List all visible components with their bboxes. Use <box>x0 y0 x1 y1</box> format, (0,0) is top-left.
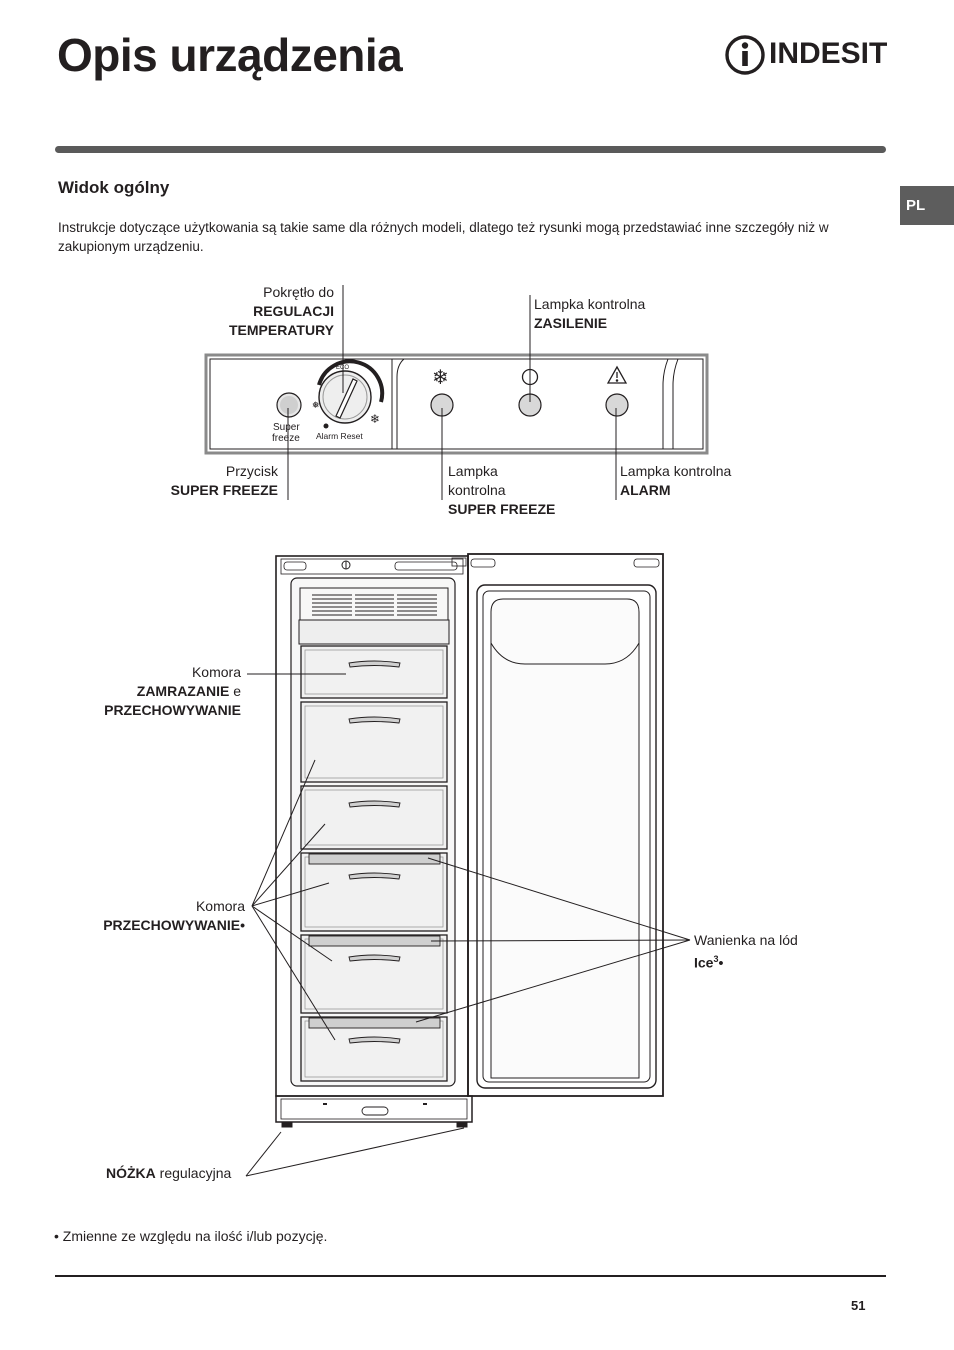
ice-tray-label: Wanienka na lód Ice3• <box>694 932 798 971</box>
warning-icon <box>606 365 628 384</box>
thermostat-knob-drawing: ❅ ❄ <box>312 359 385 429</box>
drawer <box>300 701 448 783</box>
panel-leader-lines <box>287 285 617 500</box>
svg-text:❅: ❅ <box>312 401 320 411</box>
panel-eco-text: ECO <box>336 365 350 371</box>
adjustable-foot-label: NÓŻKA regulacyjna <box>106 1165 232 1181</box>
vent-grille <box>312 594 437 616</box>
drawer <box>300 645 448 699</box>
open-door <box>467 553 664 1097</box>
control-panel <box>204 353 709 455</box>
header-divider <box>55 146 886 153</box>
super-freeze-button-drawing <box>276 392 302 418</box>
alarm-lamp-label: Lampka kontrolna ALARM <box>620 463 732 498</box>
brand-name: INDESIT <box>769 37 888 70</box>
drawer <box>300 785 448 850</box>
drawer <box>300 852 448 932</box>
page-number: 51 <box>851 1298 866 1313</box>
info-i-logo-icon <box>725 35 765 75</box>
plinth <box>275 1095 473 1128</box>
super-freeze-lamp-label: Lampka kontrolna SUPER FREEZE <box>448 463 556 517</box>
snowflake-icon: ❄ <box>432 365 449 389</box>
indesit-logo: INDESIT <box>725 32 887 78</box>
footer-divider <box>55 1275 886 1277</box>
drawer <box>300 934 448 1014</box>
footnote: • Zmienne ze względu na ilość i/lub pozy… <box>54 1228 328 1244</box>
power-lamp-label: Lampka kontrolna ZASILENIE <box>534 296 646 331</box>
panel-super-text: Super <box>273 422 300 433</box>
indicator-lamps <box>430 393 629 417</box>
page-title: Opis urządzenia <box>57 29 403 81</box>
freezing-compartment-label: Komora ZAMRAZANIE e PRZECHOWYWANIE <box>104 664 241 718</box>
language-tab[interactable]: PL <box>900 186 954 225</box>
super-freeze-button-label: Przycisk SUPER FREEZE <box>170 463 278 498</box>
svg-text:❄: ❄ <box>370 412 380 426</box>
intro-paragraph: Instrukcje dotyczące użytkowania są taki… <box>58 220 829 254</box>
panel-alarm-reset-text: Alarm Reset <box>316 431 363 441</box>
storage-compartment-label: Komora PRZECHOWYWANIE• <box>103 898 245 933</box>
drawer <box>300 1016 448 1082</box>
freezer-drawers <box>300 645 448 1082</box>
panel-freeze-text: freeze <box>272 433 300 444</box>
thermostat-label: Pokrętło do REGULACJI TEMPERATURY <box>229 284 334 338</box>
section-title: Widok ogólny <box>58 178 170 197</box>
appliance-leader-lines <box>245 673 691 1177</box>
